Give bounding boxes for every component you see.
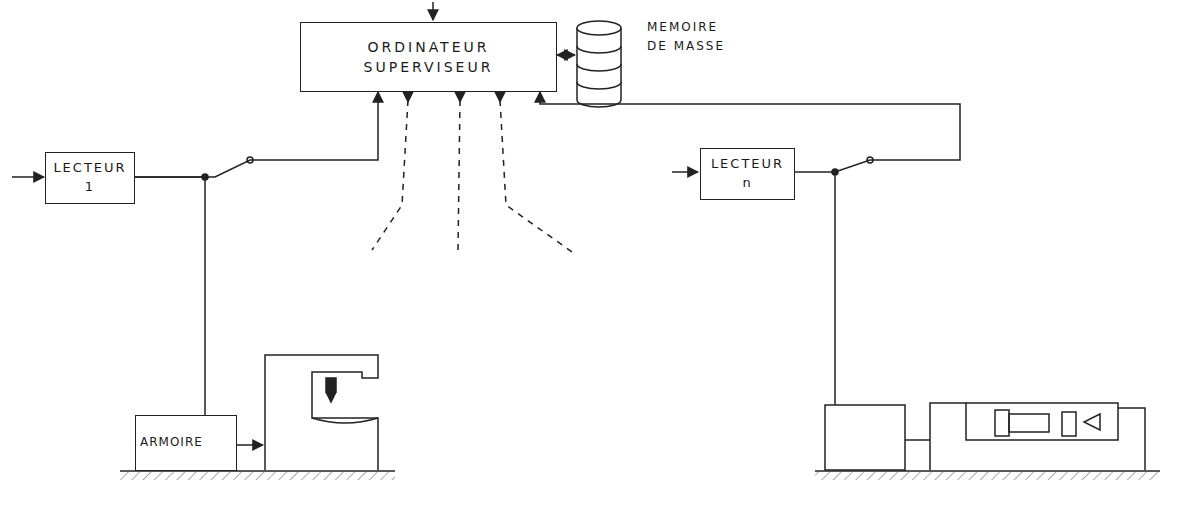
- ground: [815, 470, 1160, 472]
- cabinet-box: ARMOIRE: [135, 415, 237, 471]
- input-arrow: [12, 176, 44, 178]
- control-cabinet: [825, 405, 905, 470]
- connector: [135, 177, 205, 415]
- workpiece: [1009, 414, 1049, 432]
- other-links: [372, 100, 572, 252]
- node-label: ORDINATEUR SUPERVISEUR: [309, 37, 548, 78]
- lathe-bed: [930, 403, 1145, 470]
- node-label: MEMOIRE DE MASSE: [647, 18, 737, 56]
- wire: [905, 439, 930, 441]
- node-label: ARMOIRE: [140, 434, 203, 451]
- input-arrow: [432, 2, 434, 20]
- node-label: LECTEUR n: [709, 155, 786, 193]
- input-arrow: [672, 171, 698, 173]
- connector: [557, 54, 575, 56]
- wire: [834, 172, 836, 405]
- chuck: [995, 410, 1009, 436]
- computer-box: ORDINATEUR SUPERVISEUR: [300, 22, 557, 92]
- connector: [135, 92, 378, 177]
- node-label: LECTEUR 1: [53, 159, 126, 197]
- tool-post: [1062, 412, 1076, 436]
- milling-machine: [265, 355, 378, 470]
- machine-table: [312, 418, 378, 423]
- reader-box: LECTEUR 1: [45, 152, 135, 204]
- tailstock: [1084, 414, 1100, 430]
- cylinder-outline: [575, 18, 623, 110]
- mass-storage: MEMOIRE DE MASSE: [575, 18, 745, 110]
- output-arrow: [407, 94, 409, 102]
- tool: [326, 392, 336, 402]
- lathe-bed: [966, 403, 1118, 408]
- ground-hatching: [120, 472, 395, 480]
- output-arrow: [499, 94, 501, 102]
- reader-box: LECTEUR n: [700, 148, 795, 200]
- spindle: [326, 378, 336, 392]
- ground-hatching: [815, 472, 1160, 480]
- output-arrow: [459, 94, 461, 102]
